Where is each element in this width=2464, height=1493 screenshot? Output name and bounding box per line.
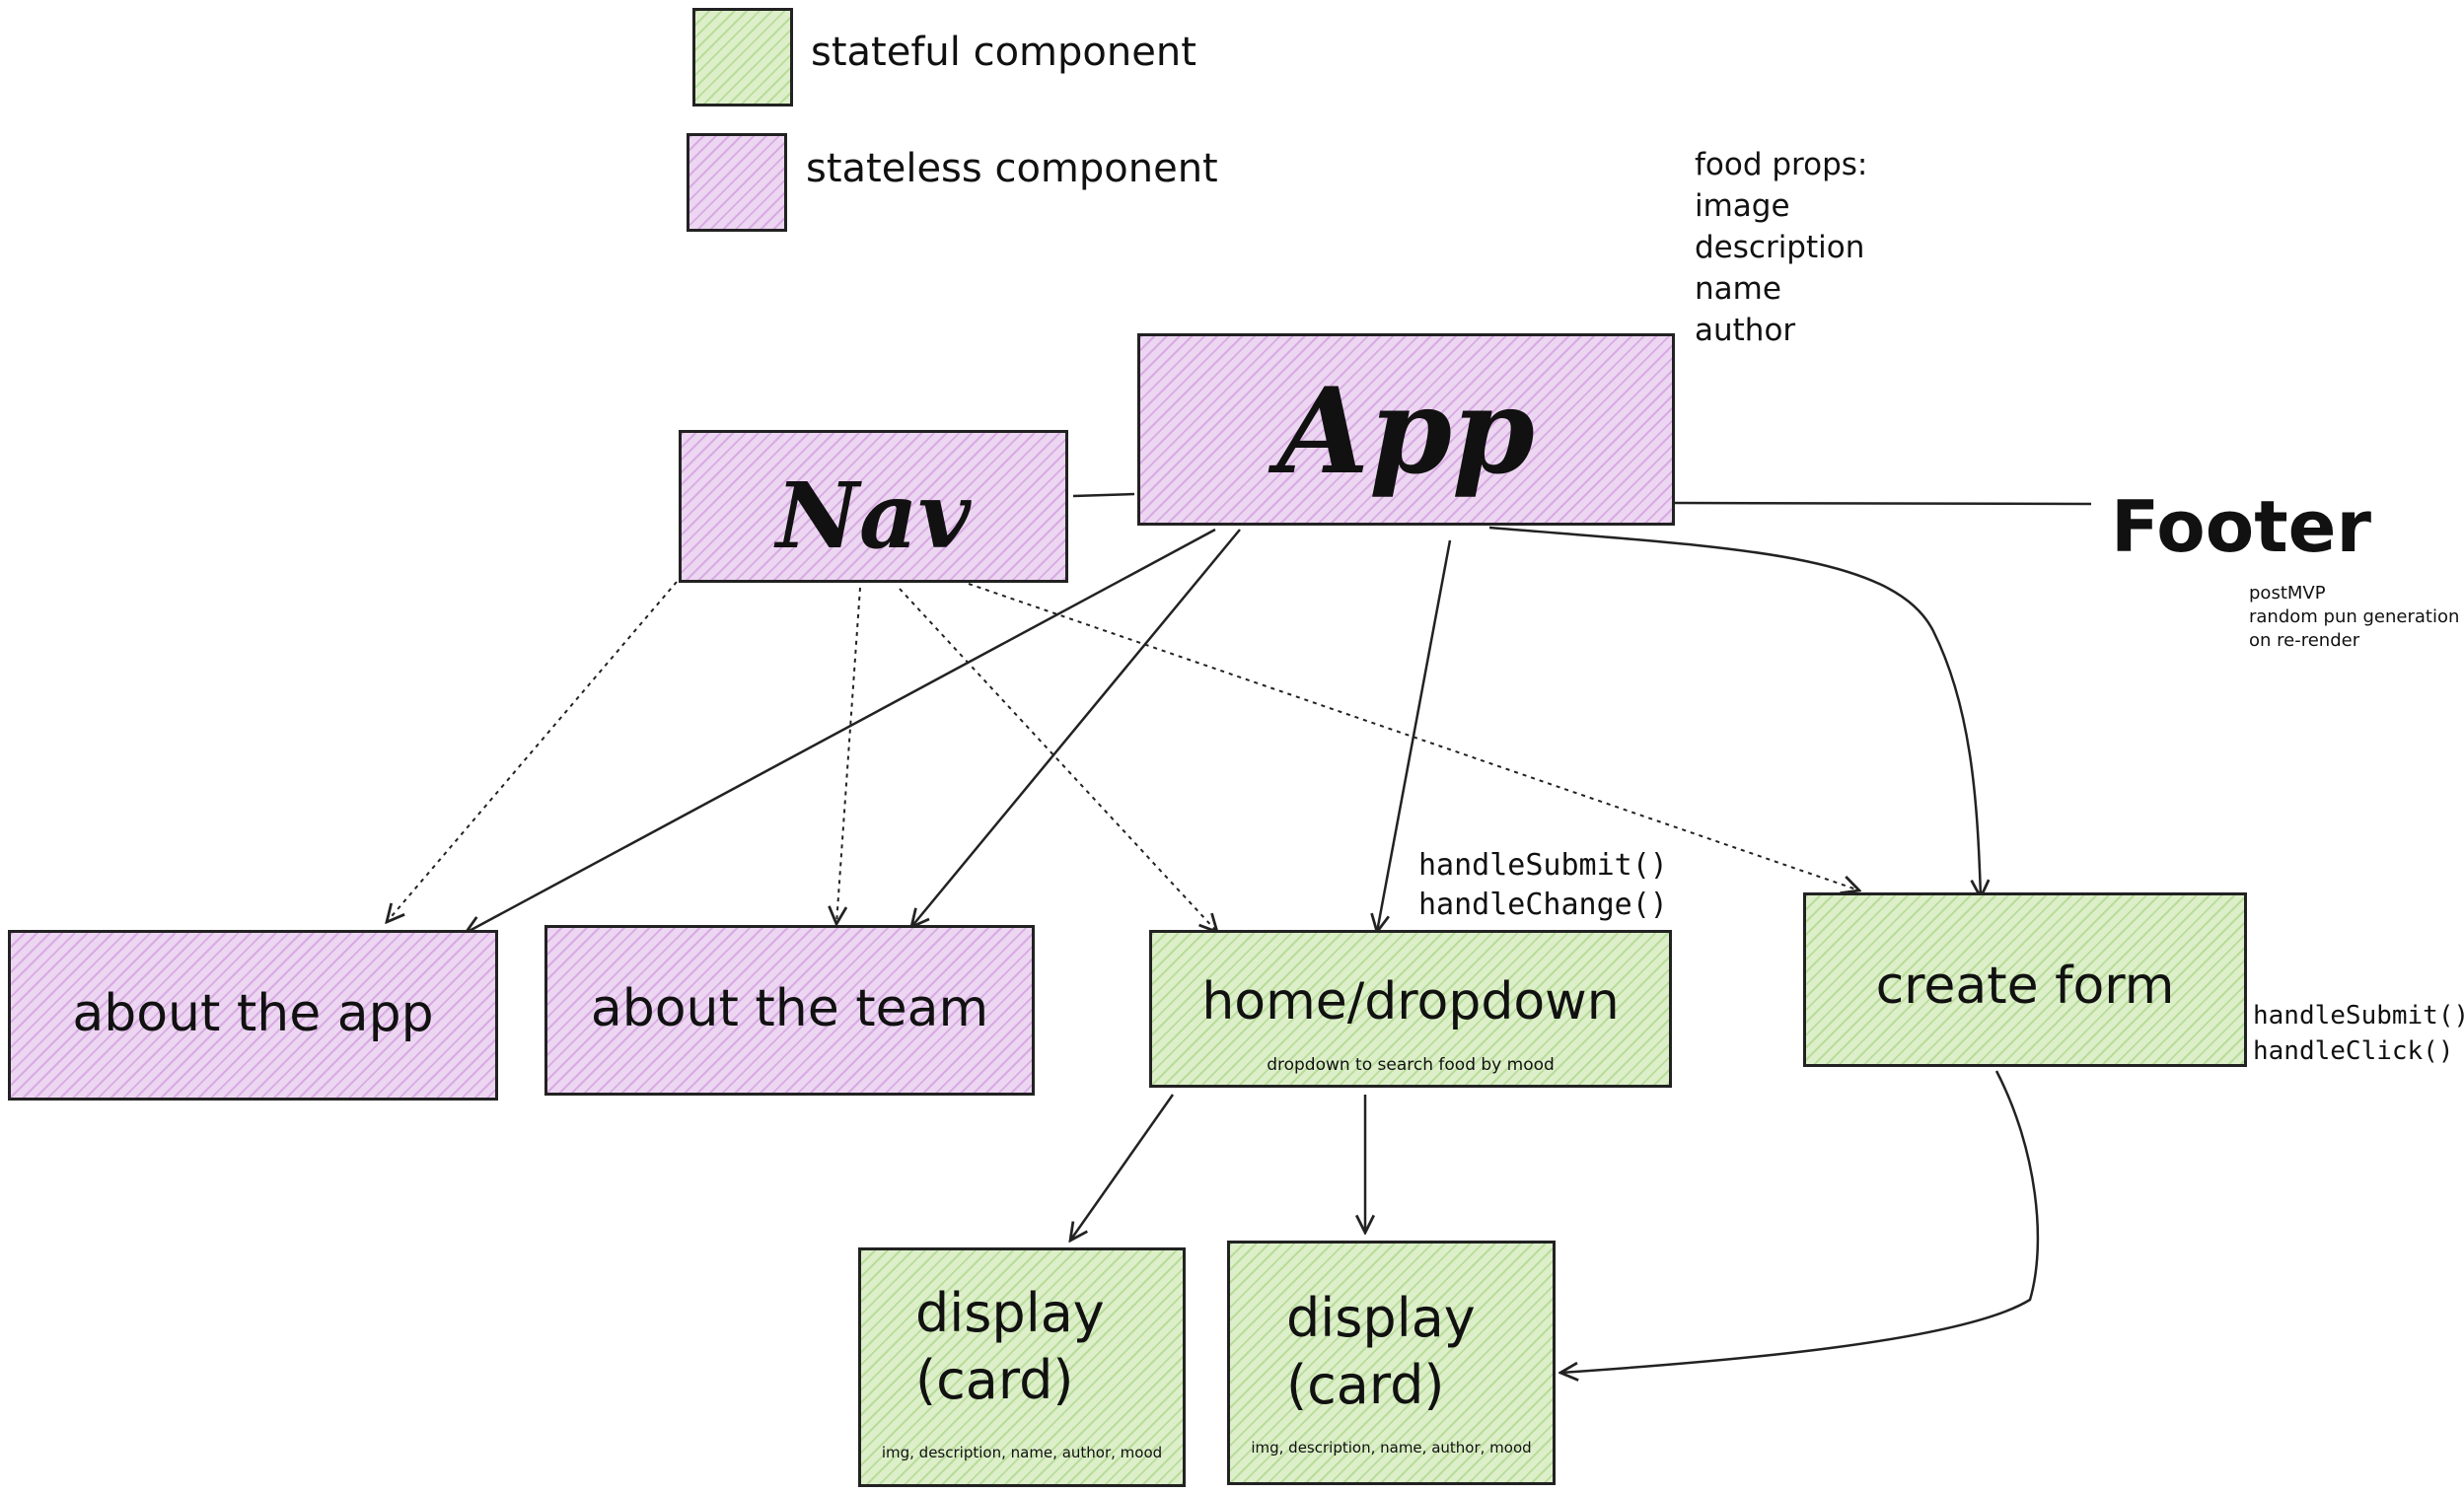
- display-card-node-1: display (card) img, description, name, a…: [858, 1247, 1186, 1487]
- display-card-sublabel-1: img, description, name, author, mood: [881, 1444, 1163, 1461]
- home-dropdown-node: home/dropdown dropdown to search food by…: [1149, 930, 1672, 1088]
- display-card-title-2: display (card): [1286, 1285, 1476, 1419]
- display-card-line: display: [1286, 1287, 1476, 1349]
- food-props-item: description: [1695, 230, 1865, 265]
- legend-stateful-swatch: [692, 8, 793, 107]
- create-form-label: create form: [1875, 957, 2175, 1016]
- app-to-about-app-arrow: [466, 528, 1216, 933]
- food-props-item: author: [1695, 313, 1796, 348]
- food-props-item: image: [1695, 188, 1790, 224]
- home-to-display1-arrow: [1070, 1094, 1175, 1241]
- nav-label: Nav: [775, 462, 972, 569]
- display-card-title-1: display (card): [915, 1280, 1105, 1414]
- home-dropdown-sublabel: dropdown to search food by mood: [1267, 1055, 1555, 1075]
- nav-app-link: [1072, 492, 1135, 498]
- display-card-line: (card): [915, 1349, 1074, 1411]
- food-props-item: name: [1695, 271, 1781, 307]
- app-to-about-team-arrow: [911, 529, 1241, 927]
- nav-to-home-dotted: [899, 588, 1217, 932]
- footer-note-line: on re-render: [2249, 630, 2360, 651]
- nav-to-about-team-dotted: [836, 587, 861, 924]
- home-dropdown-label: home/dropdown: [1201, 972, 1620, 1031]
- method-label: handleSubmit(): [2253, 1001, 2464, 1031]
- about-app-node: about the app: [8, 930, 498, 1101]
- footer-note-line: postMVP: [2249, 583, 2326, 604]
- display-card-node-2: display (card) img, description, name, a…: [1227, 1241, 1556, 1485]
- nav-to-about-app-dotted: [387, 581, 678, 922]
- legend-stateless-swatch: [687, 133, 787, 232]
- legend-stateless-label: stateless component: [806, 146, 1218, 191]
- app-to-home-arrow: [1377, 539, 1452, 932]
- display-card-sublabel-2: img, description, name, author, mood: [1251, 1439, 1532, 1457]
- app-node: App: [1137, 333, 1675, 526]
- footer-note: postMVP random pun generation on re-rend…: [2249, 582, 2459, 653]
- app-to-create-arrow: [1488, 526, 1981, 897]
- create-to-display2-arrow: [1560, 1070, 2040, 1373]
- about-team-node: about the team: [544, 925, 1035, 1096]
- create-methods: handleSubmit() handleClick(): [2253, 998, 2464, 1069]
- legend-stateful-label: stateful component: [811, 30, 1196, 75]
- footer-label: Footer: [2111, 485, 2371, 568]
- about-team-label: about the team: [590, 979, 989, 1038]
- food-props-note: food props: image description name autho…: [1695, 144, 1867, 351]
- create-form-node: create form: [1803, 892, 2247, 1067]
- display-card-line: (card): [1286, 1354, 1445, 1416]
- food-props-title: food props:: [1695, 147, 1868, 182]
- display-card-line: display: [915, 1282, 1105, 1344]
- footer-note-line: random pun generation: [2249, 606, 2460, 627]
- app-label: App: [1277, 362, 1535, 501]
- nav-to-create-dotted: [968, 583, 1859, 890]
- method-label: handleClick(): [2253, 1036, 2454, 1066]
- method-label: handleSubmit(): [1418, 848, 1668, 883]
- home-methods: handleSubmit() handleChange(): [1418, 846, 1668, 925]
- nav-node: Nav: [679, 430, 1068, 583]
- method-label: handleChange(): [1418, 888, 1668, 922]
- about-app-label: about the app: [72, 984, 434, 1043]
- app-footer-link: [1674, 501, 2092, 506]
